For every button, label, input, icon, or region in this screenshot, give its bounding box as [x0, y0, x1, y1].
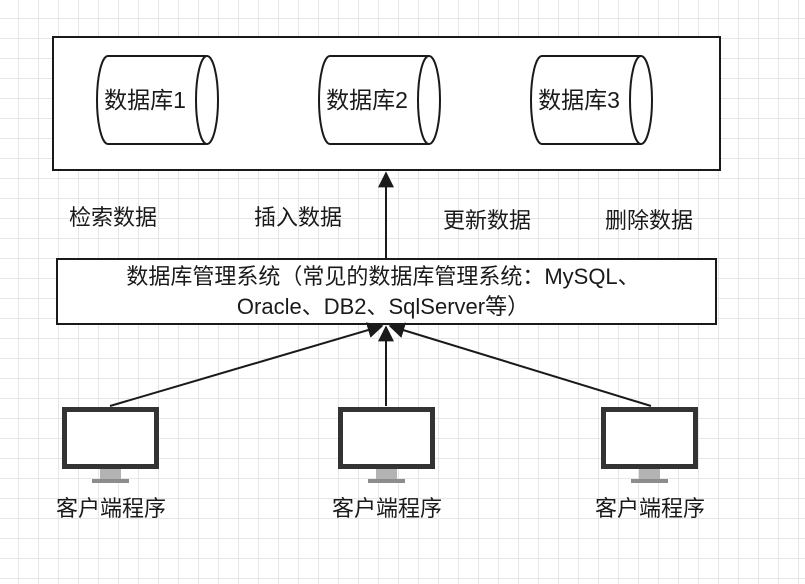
monitor-icon-2 — [338, 407, 435, 483]
database-label-3: 数据库3 — [538, 87, 620, 113]
client-label-1: 客户端程序 — [56, 496, 166, 521]
database-cylinder-3: 数据库3 — [530, 55, 653, 145]
operation-label-retrieve: 检索数据 — [69, 205, 157, 230]
monitor-icon-3 — [601, 407, 698, 483]
database-cylinder-2: 数据库2 — [318, 55, 441, 145]
operation-label-insert: 插入数据 — [254, 205, 342, 230]
operation-label-delete: 删除数据 — [605, 208, 693, 233]
dbms-box — [56, 258, 717, 325]
dbms-label-line1: 数据库管理系统（常见的数据库管理系统：MySQL、 — [126, 264, 639, 289]
operation-label-update: 更新数据 — [443, 208, 531, 233]
database-label-2: 数据库2 — [326, 87, 408, 113]
dbms-label-line2: Oracle、DB2、SqlServer等） — [237, 294, 529, 319]
arrow-client-1-to-dbms — [109, 322, 384, 407]
database-cylinder-1: 数据库1 — [96, 55, 219, 145]
arrow-client-3-to-dbms — [388, 322, 652, 407]
monitor-icon-1 — [62, 407, 159, 483]
client-label-2: 客户端程序 — [332, 496, 442, 521]
client-label-3: 客户端程序 — [595, 496, 705, 521]
database-label-1: 数据库1 — [104, 87, 186, 113]
